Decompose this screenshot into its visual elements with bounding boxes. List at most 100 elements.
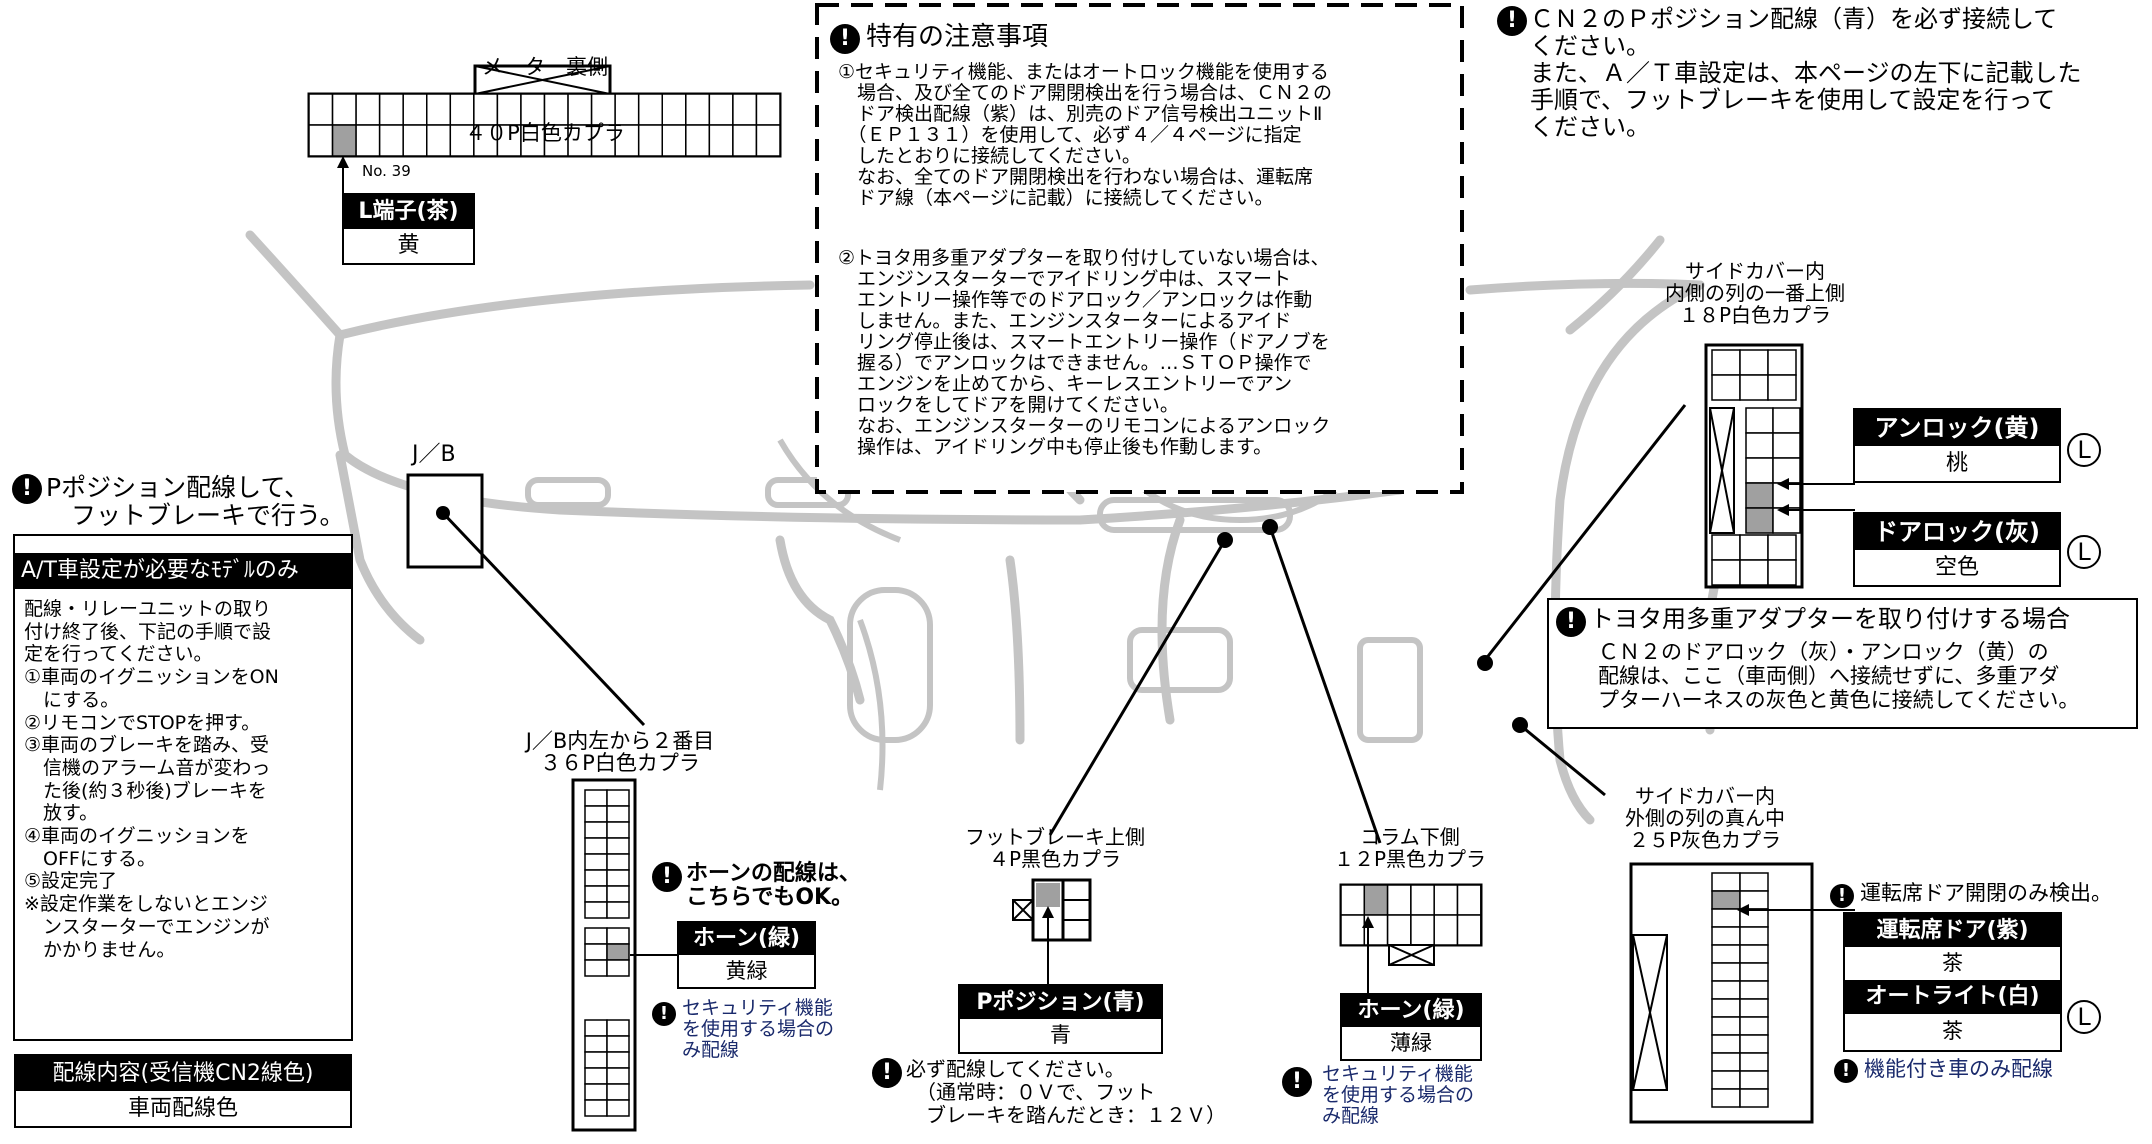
horn-exclamation-icon: ! [652, 862, 682, 892]
connector-pin [606, 837, 630, 855]
unlock-L-mark: L [2067, 433, 2101, 467]
column-title: コラム下側 １２P黒色カプラ [1333, 825, 1487, 871]
column-exclamation-icon: ! [1282, 1067, 1312, 1097]
special-para1: ①セキュリティ機能、またはオートロック機能を使用する 場合、及び全てのドア開閉検… [838, 61, 1333, 209]
connector-pin [606, 901, 630, 919]
connector-pin [1739, 872, 1769, 892]
connector-pin [1386, 914, 1412, 946]
ppos-heading: Pポジション配線して、 フットブレーキで行う。 [46, 473, 345, 530]
feature-exclamation-icon: ! [1834, 1059, 1858, 1083]
lock-label: ドアロック(灰) 空色 [1853, 512, 2061, 587]
meter-title: メーター裏側 ４０P白色カプラ [400, 12, 690, 166]
connector-pin [1711, 962, 1741, 982]
connector-pin [1739, 926, 1769, 946]
connector-pin [584, 943, 608, 961]
toyota-box-frame [1547, 598, 2138, 729]
meter-connector [307, 64, 782, 195]
jb-security-exclamation-icon: ! [652, 1002, 676, 1026]
connector-pin [1739, 374, 1769, 401]
connector-pin [606, 1019, 630, 1037]
connector-pin [1711, 944, 1741, 964]
connector-pin [584, 1083, 608, 1101]
pin-horn [606, 943, 630, 961]
connector-pin [1739, 1016, 1769, 1036]
side-outer-door-note: 運転席ドア開閉のみ検出。 [1860, 881, 2112, 905]
connector-pin [606, 885, 630, 903]
unlock-label-value: 桃 [1855, 446, 2059, 481]
connector-pin [308, 93, 334, 126]
connector-pin [584, 789, 608, 807]
connector-pin [708, 93, 734, 126]
connector-pin [584, 959, 608, 977]
foot-label-head: Pポジション(青) [960, 986, 1161, 1019]
connector-pin [1711, 1088, 1741, 1108]
cn2-exclamation-icon: ! [1497, 6, 1527, 36]
connector-pin [584, 1099, 608, 1117]
door-label-value: 茶 [1845, 947, 2060, 980]
column-connector [1262, 519, 1483, 995]
connector-pin [606, 1051, 630, 1069]
connector-pin [1711, 1034, 1741, 1054]
foot-title: フットブレーキ上側 ４P黒色カプラ [965, 825, 1145, 871]
connector-pin [1433, 884, 1459, 916]
pin-unlock [1745, 482, 1774, 509]
connector-pin [1772, 407, 1801, 434]
ppos-banner: A/T車設定が必要なﾓﾃﾞﾙのみ [15, 553, 351, 589]
ppos-exclamation-icon: ! [12, 474, 42, 504]
pin-driver-door [1711, 890, 1741, 910]
connector-pin [584, 837, 608, 855]
meter-label-value: 黄 [344, 229, 473, 263]
meter-title-line1: メーター裏側 [482, 55, 608, 80]
connector-pin [606, 869, 630, 887]
pin-horn [1363, 884, 1389, 916]
connector-pin [1739, 534, 1769, 561]
ppos-box-frame [13, 534, 353, 1041]
jb-horn-note: ホーンの配線は、 こちらでもOK。 [686, 861, 861, 910]
meter-label-head: L端子(茶) [344, 195, 473, 229]
door-label-head: 運転席ドア(紫) [1845, 914, 2060, 947]
connector-pin [1410, 914, 1435, 946]
connector-pin [1711, 998, 1741, 1018]
connector-pin [1711, 980, 1741, 1000]
connector-pin [1711, 872, 1741, 892]
connector-pin [606, 1083, 630, 1101]
connector-pin [708, 124, 734, 157]
connector-pin [1386, 884, 1412, 916]
side-outer-feature-note: 機能付き車のみ配線 [1864, 1057, 2053, 1081]
connector-pin [584, 927, 608, 945]
connector-pin [584, 1051, 608, 1069]
connector-pin [1739, 944, 1769, 964]
light-label-value: 茶 [1845, 1014, 2060, 1048]
connector-pin [1739, 559, 1769, 586]
connector-pin [1711, 1052, 1741, 1072]
connector-pin [732, 124, 758, 157]
side-outer-label: 運転席ドア(紫) 茶 オートライト(白) 茶 [1843, 912, 2062, 1052]
lock-L-mark: L [2067, 535, 2101, 569]
connector-pin [1739, 1052, 1769, 1072]
connector-pin [1711, 374, 1741, 401]
connector-pin [1745, 407, 1774, 434]
connector-pin [1767, 559, 1797, 586]
column-label: ホーン(緑) 薄緑 [1340, 993, 1482, 1061]
connector-pin [1739, 349, 1769, 376]
connector-pin [606, 1035, 630, 1053]
connector-pin [1711, 1016, 1741, 1036]
jb-horn-value: 黄緑 [679, 955, 814, 987]
connector-pin [1739, 962, 1769, 982]
jb-security-note: セキュリティ機能 を使用する場合の み配線 [682, 997, 835, 1061]
pin-lock [1745, 507, 1774, 534]
connector-pin [606, 805, 630, 823]
cn2-note: ＣＮ２のＰポジション配線（青）を必ず接続して ください。 また、Ａ／Ｔ車設定は、… [1530, 5, 2082, 141]
connector-pin [1739, 980, 1769, 1000]
connector-pin [1456, 884, 1482, 916]
column-note: セキュリティ機能 を使用する場合の み配線 [1322, 1063, 1475, 1127]
connector-pin [606, 927, 630, 945]
special-notes-frame [815, 3, 1464, 494]
connector-pin [1767, 534, 1797, 561]
foot-label-value: 青 [960, 1019, 1161, 1052]
jb-horn-head: ホーン(緑) [679, 923, 814, 955]
connector-pin [1340, 914, 1366, 946]
connector-pin [1711, 349, 1741, 376]
light-L-mark: L [2067, 1000, 2101, 1034]
